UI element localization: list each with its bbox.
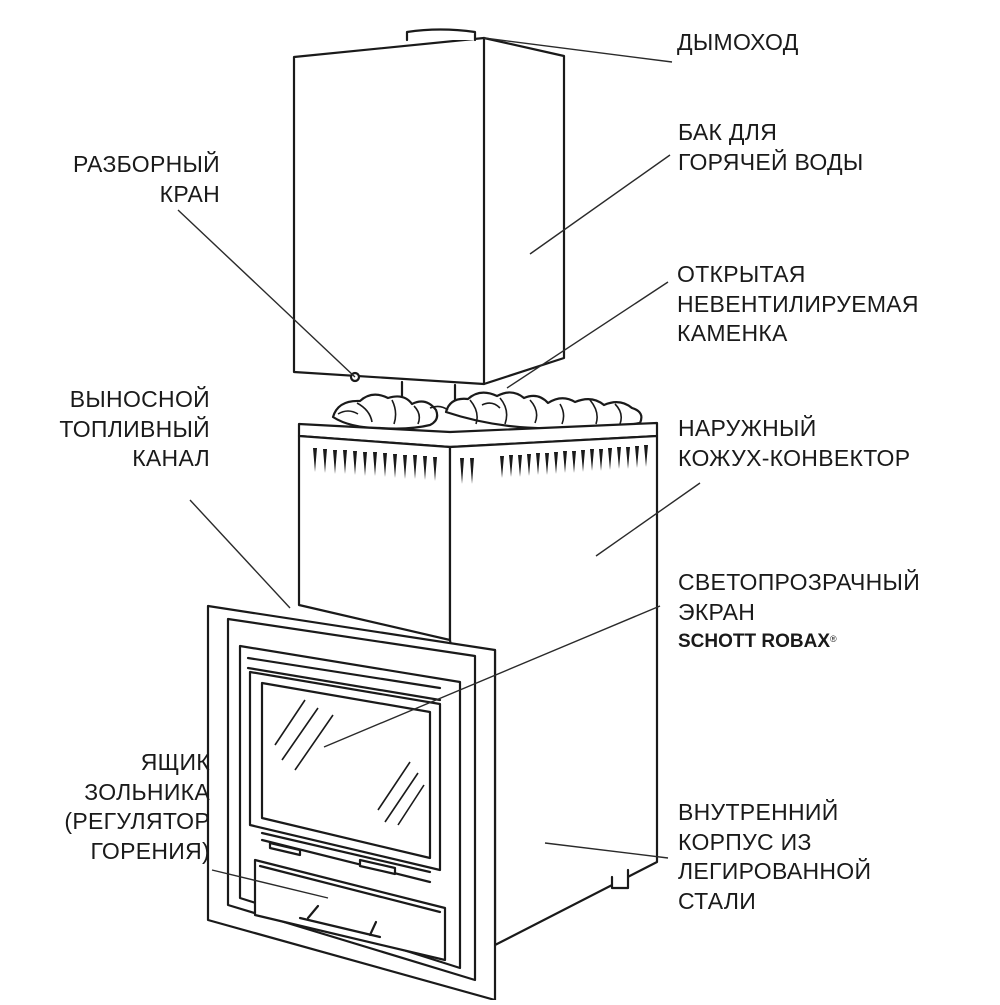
stones: [333, 392, 641, 428]
fuel-channel-portal: [208, 606, 495, 1000]
label-body: ВНУТРЕННИЙ КОРПУС ИЗ ЛЕГИРОВАННОЙ СТАЛИ: [678, 798, 871, 916]
label-tap: РАЗБОРНЫЙ КРАН: [73, 150, 220, 209]
label-glass-brand: SCHOTT ROBAX®: [678, 627, 920, 657]
label-casing: НАРУЖНЫЙ КОЖУХ-КОНВЕКТОР: [678, 414, 910, 473]
label-chimney: ДЫМОХОД: [677, 28, 799, 58]
label-tank: БАК ДЛЯ ГОРЯЧЕЙ ВОДЫ: [678, 118, 864, 177]
water-tank: [294, 30, 564, 385]
leader-fuel-channel: [190, 500, 290, 608]
label-fuel-channel: ВЫНОСНОЙ ТОПЛИВНЫЙ КАНАЛ: [59, 385, 210, 474]
label-glass: СВЕТОПРОЗРАЧНЫЙ ЭКРАН SCHOTT ROBAX®: [678, 568, 920, 657]
label-ash-box: ЯЩИК ЗОЛЬНИКА (РЕГУЛЯТОР ГОРЕНИЯ): [64, 748, 210, 866]
label-stones: ОТКРЫТАЯ НЕВЕНТИЛИРУЕМАЯ КАМЕНКА: [677, 260, 919, 349]
